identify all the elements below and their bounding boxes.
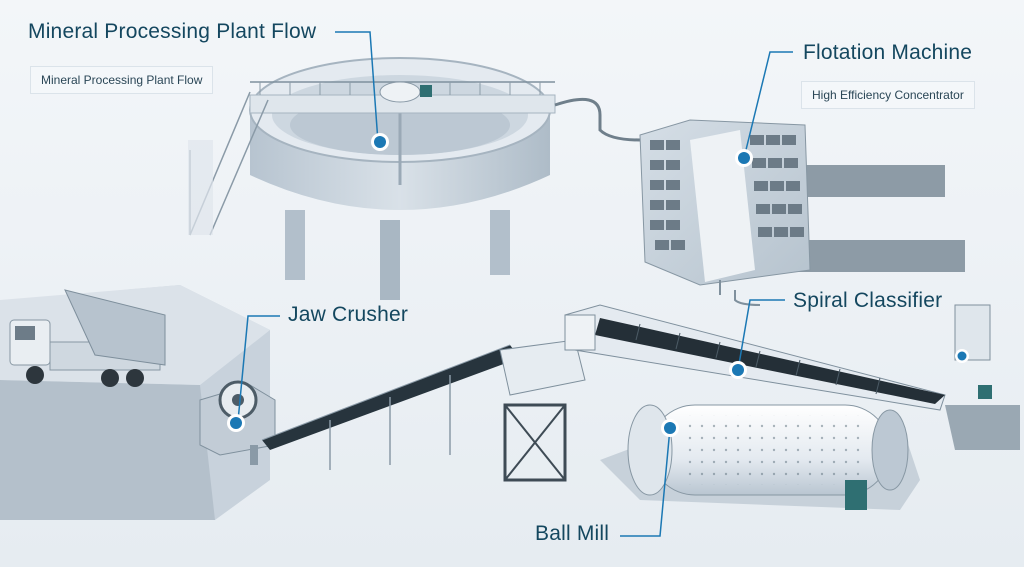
belt-conveyor xyxy=(261,344,520,470)
label-flotation-machine: Flotation Machine xyxy=(803,41,973,64)
thickener-tank xyxy=(188,57,641,300)
label-ball-mill: Ball Mill xyxy=(535,522,610,545)
spiral-classifier xyxy=(564,304,1020,450)
title-chip: Mineral Processing Plant Flow xyxy=(30,66,214,94)
label-jaw-crusher: Jaw Crusher xyxy=(288,303,409,326)
ball-mill xyxy=(600,404,920,510)
truck-platform xyxy=(0,285,270,520)
callout-markers xyxy=(227,133,969,437)
callout-lines xyxy=(237,31,793,537)
label-spiral-classifier: Spiral Classifier xyxy=(793,289,943,312)
chip-flotation: High Efficiency Concentrator xyxy=(801,81,975,109)
flotation-machine xyxy=(639,119,965,306)
diagram-title: Mineral Processing Plant Flow xyxy=(28,20,317,43)
feed-hopper xyxy=(499,339,586,482)
